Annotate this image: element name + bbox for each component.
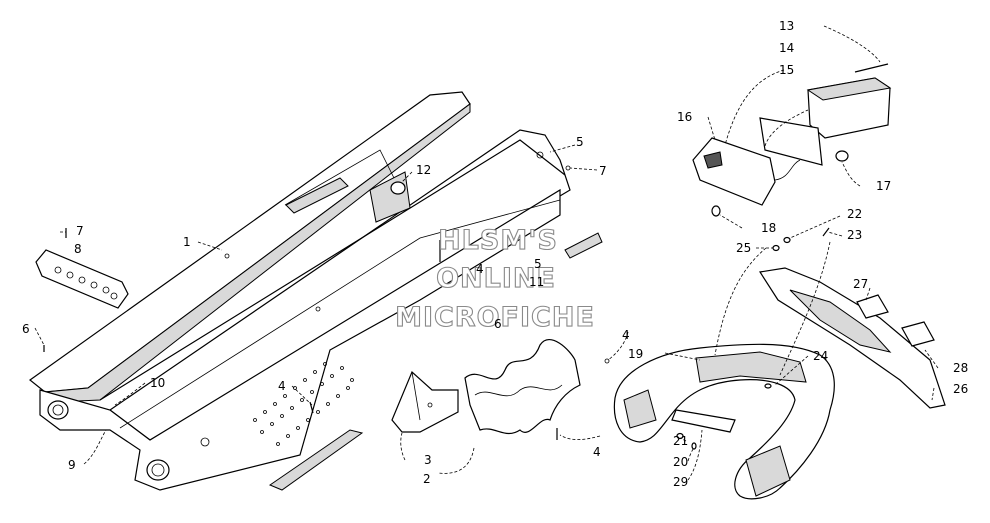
callout-28: 28	[953, 361, 968, 375]
callout-25: 25	[736, 241, 751, 255]
callout-4-right: 4	[622, 328, 630, 342]
callout-11: 11	[529, 275, 544, 289]
callout-5-mid: 5	[534, 257, 542, 271]
rear-bumper-assembly	[613, 227, 946, 500]
callout-12: 12	[416, 163, 431, 177]
callout-6-right: 6	[494, 317, 502, 331]
callout-17: 17	[876, 179, 891, 193]
callout-3: 3	[424, 453, 432, 467]
callout-8: 8	[74, 242, 82, 256]
callout-1: 1	[183, 235, 191, 249]
watermark-line-2: ONLINE	[436, 263, 556, 294]
callout-labels: 1 2 3 4 4 4 4 5 5 6 6 7 7 8 9 10 11 12 1…	[22, 19, 968, 489]
leader-lines	[34, 25, 939, 481]
fastener-screws	[43, 151, 610, 440]
tunnel-frame	[29, 91, 571, 491]
watermark-line-1: HLSM'S	[438, 225, 558, 256]
callout-19: 19	[628, 347, 643, 361]
watermark-line-3: MICROFICHE	[395, 302, 595, 333]
part-2-flap	[464, 339, 581, 435]
tail-light-assembly	[692, 63, 892, 217]
part-12-grommet	[390, 181, 406, 195]
perforation-pattern	[253, 362, 354, 446]
callout-4-flap: 4	[593, 445, 601, 459]
callout-29: 29	[673, 475, 688, 489]
callout-9: 9	[68, 458, 76, 472]
callout-15: 15	[779, 63, 794, 77]
callout-4-panel: 4	[278, 379, 286, 393]
part-11-bracket	[564, 232, 603, 259]
callout-22: 22	[847, 207, 862, 221]
part-3-bracket	[391, 370, 459, 433]
callout-5-top: 5	[576, 135, 584, 149]
callout-18: 18	[761, 221, 776, 235]
callout-6-left: 6	[22, 322, 30, 336]
callout-23: 23	[847, 228, 862, 242]
part-8-heat-shield	[35, 249, 129, 309]
callout-13: 13	[779, 19, 794, 33]
callout-10: 10	[150, 376, 165, 390]
callout-27: 27	[853, 277, 868, 291]
callout-16: 16	[677, 110, 692, 124]
callout-7-right: 7	[599, 164, 607, 178]
callout-21: 21	[673, 434, 688, 448]
callout-24: 24	[813, 349, 828, 363]
callout-20: 20	[673, 455, 688, 469]
callout-26: 26	[953, 382, 968, 396]
callout-7-left: 7	[76, 224, 84, 238]
callout-4-upper: 4	[476, 262, 484, 276]
watermark: HLSM'S ONLINE MICROFICHE	[395, 224, 595, 333]
callout-14: 14	[779, 41, 794, 55]
callout-2: 2	[423, 472, 431, 486]
